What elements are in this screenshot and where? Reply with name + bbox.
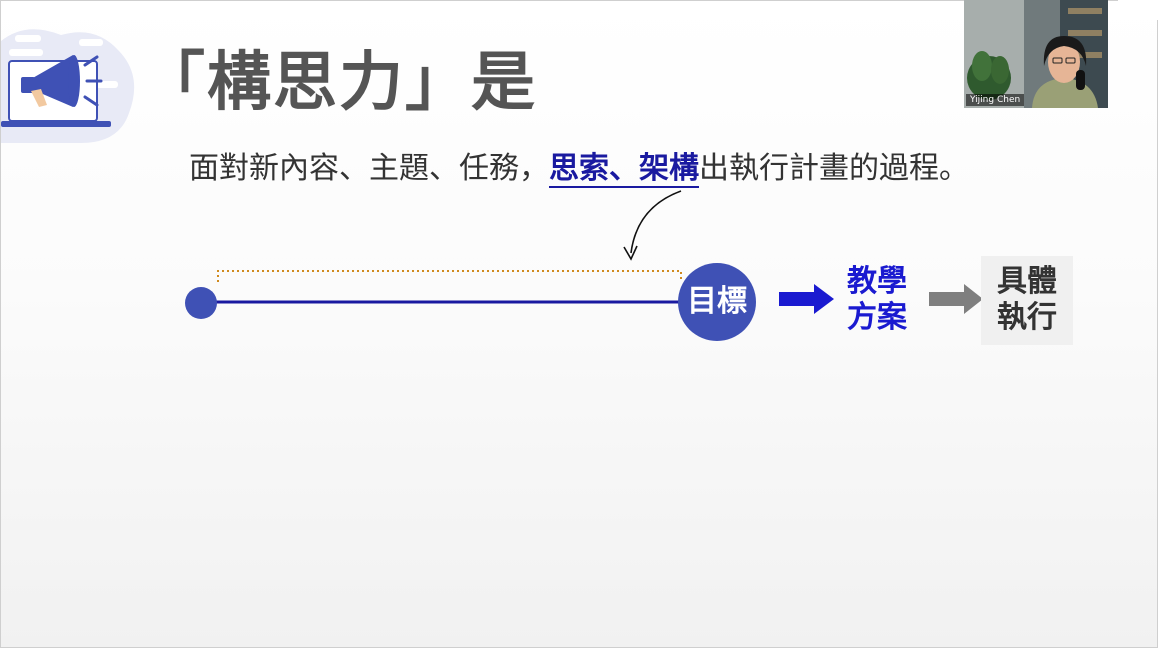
timeline-start-dot [185, 287, 217, 319]
webcam-controls [1118, 0, 1158, 20]
exec-line-2: 執行 [997, 300, 1057, 335]
goal-circle [678, 263, 756, 341]
slide-title: 「構思力」是 [141, 46, 537, 120]
megaphone-laptop-icon [1, 29, 135, 144]
execution-label: 具體 執行 [987, 264, 1067, 336]
arrow-right-icon [929, 284, 983, 314]
plan-line-1: 教學 [847, 264, 907, 299]
dotted-bracket [217, 270, 682, 282]
exec-line-1: 具體 [997, 264, 1057, 299]
teaching-plan-label: 教學 方案 [841, 264, 913, 336]
plan-line-2: 方案 [847, 300, 907, 335]
definition-prefix: 面對新內容、主題、任務， [189, 151, 549, 186]
arrow-right-icon [779, 284, 834, 314]
execution-box [981, 256, 1073, 345]
webcam-video-feed [964, 0, 1108, 108]
participant-name: Yijing Chen [966, 94, 1025, 106]
definition-text: 面對新內容、主題、任務，思索、架構出執行計畫的過程。 [189, 149, 969, 189]
webcam-tile[interactable]: Yijing Chen [964, 0, 1108, 108]
curved-arrow-icon [630, 190, 682, 254]
definition-suffix: 出執行計畫的過程。 [699, 151, 969, 186]
goal-label: 目標 [687, 284, 747, 319]
definition-emphasis: 思索、架構 [549, 151, 699, 188]
